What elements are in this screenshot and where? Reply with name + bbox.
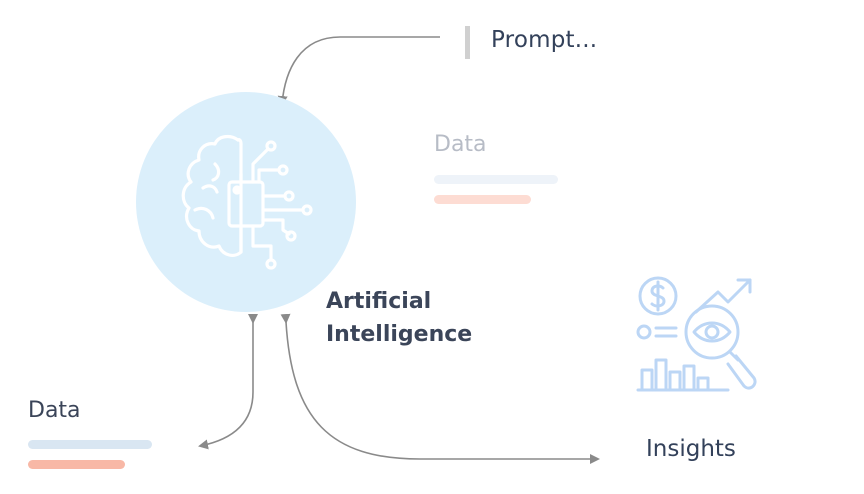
ai-to-insights-arrow xyxy=(280,313,600,464)
ai-label-line2: Intelligence xyxy=(326,322,473,347)
ai-brain-circuit-icon xyxy=(181,134,313,270)
ai-to-data-arrow xyxy=(198,314,258,450)
data-top-label: Data xyxy=(434,132,487,157)
prompt-cursor-bar xyxy=(465,26,470,59)
prompt-to-ai-arrow xyxy=(277,36,440,106)
insights-analytics-icon xyxy=(636,276,757,392)
prompt-label: Prompt... xyxy=(491,27,598,53)
data-bottom-bar-primary xyxy=(28,440,152,449)
data-top-bar-secondary xyxy=(434,195,531,204)
ai-label-line1: Artificial xyxy=(326,289,432,314)
data-bottom-bar-secondary xyxy=(28,460,125,469)
ai-node-circle xyxy=(136,92,356,312)
data-bottom-label: Data xyxy=(28,398,81,423)
ai-node-label: Artificial Intelligence xyxy=(326,285,472,351)
data-top-bar-primary xyxy=(434,175,558,184)
insights-label: Insights xyxy=(646,436,736,462)
